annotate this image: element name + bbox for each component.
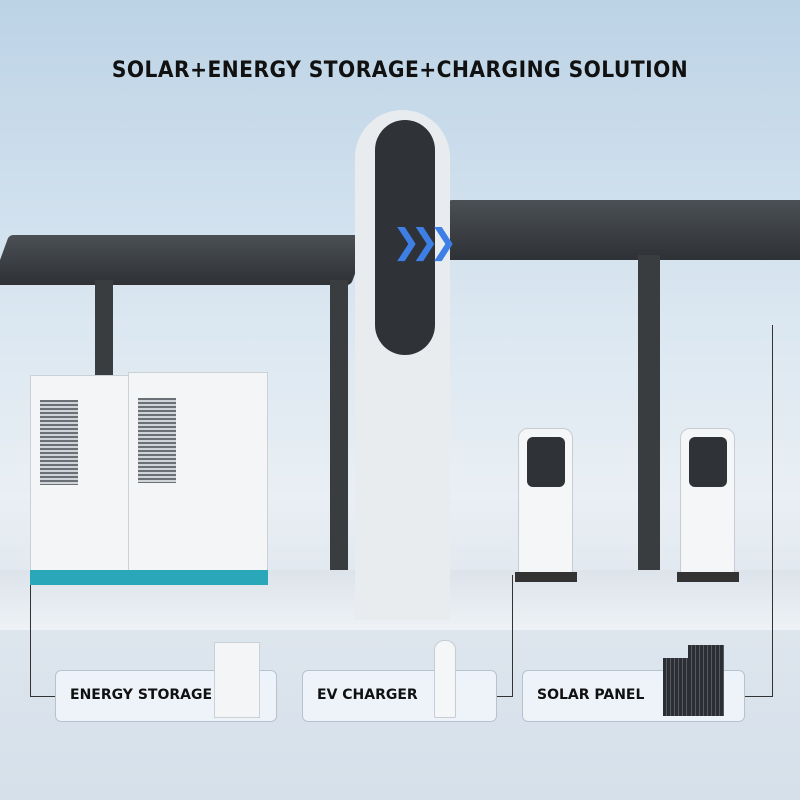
card-label: SOLAR PANEL — [537, 687, 645, 703]
solar-panel-icon — [663, 658, 689, 716]
connector-line — [512, 575, 513, 697]
ev-charger-icon — [434, 640, 456, 718]
card-label: ENERGY STORAGE — [70, 687, 213, 703]
canopy-pillar — [330, 280, 348, 570]
chevron-icon: ❯❯❯ — [392, 222, 458, 262]
card-label: EV CHARGER — [317, 687, 418, 703]
connector-line — [745, 696, 773, 697]
connector-line — [772, 325, 773, 697]
vent — [138, 398, 176, 483]
ev-charger — [515, 428, 577, 582]
tower-display — [375, 120, 435, 355]
canopy-pillar — [95, 280, 113, 380]
cabinet-base — [30, 570, 268, 585]
connector-line — [30, 585, 31, 697]
solar-panel-icon — [688, 645, 724, 716]
connector-line — [496, 696, 513, 697]
vent — [40, 400, 78, 485]
canopy-pillar — [638, 255, 660, 575]
energy-storage-icon — [214, 642, 260, 718]
ev-charger — [677, 428, 739, 582]
ev-charger-card: EV CHARGER — [302, 670, 497, 722]
connector-line — [30, 696, 55, 697]
solar-canopy-right — [431, 200, 800, 260]
solar-canopy-left — [0, 235, 370, 285]
page-title: SOLAR+ENERGY STORAGE+CHARGING SOLUTION — [111, 58, 689, 83]
